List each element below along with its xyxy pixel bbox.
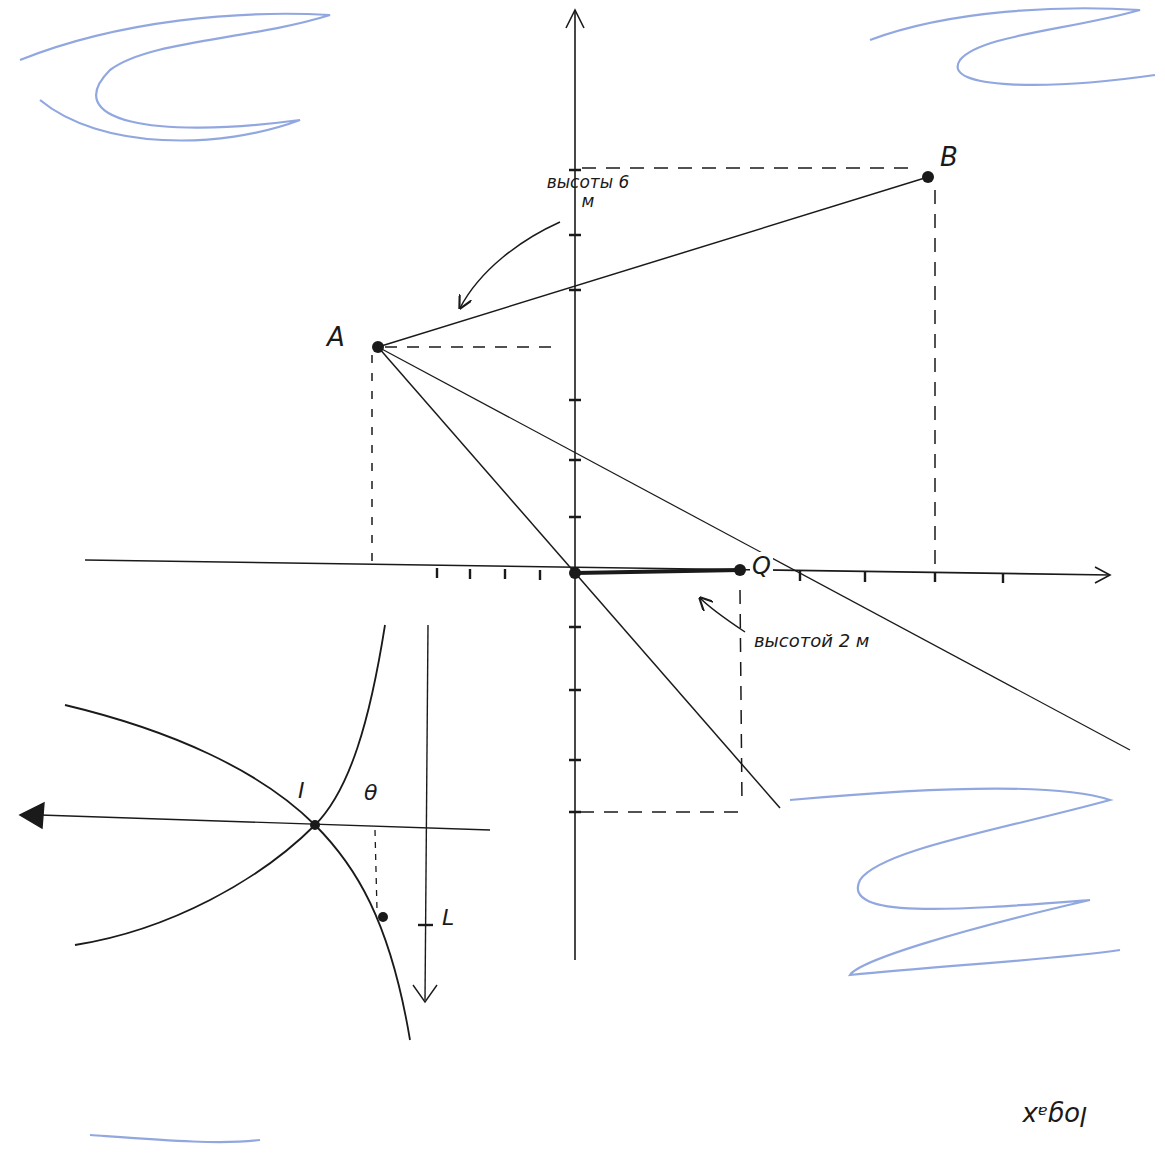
point-label: B [938,142,960,173]
note: высоты 6 м [540,172,636,211]
curve-label: I [296,778,307,804]
points [372,171,934,579]
inset-graph [20,625,490,1040]
tick-marks [437,170,1003,812]
note: высотой 2 м [752,630,871,652]
blue-scribbles [20,8,1155,1142]
point-label: A [325,322,347,353]
dashed-guides [372,168,935,812]
leader-arrows [460,222,745,632]
formula: logₐx [1020,1100,1089,1131]
point-label: Q [750,552,773,580]
lines [378,177,1130,808]
axis-label: L [440,905,456,931]
curve-label: θ [362,780,379,806]
inset-points [310,820,388,922]
axes [85,10,1110,960]
